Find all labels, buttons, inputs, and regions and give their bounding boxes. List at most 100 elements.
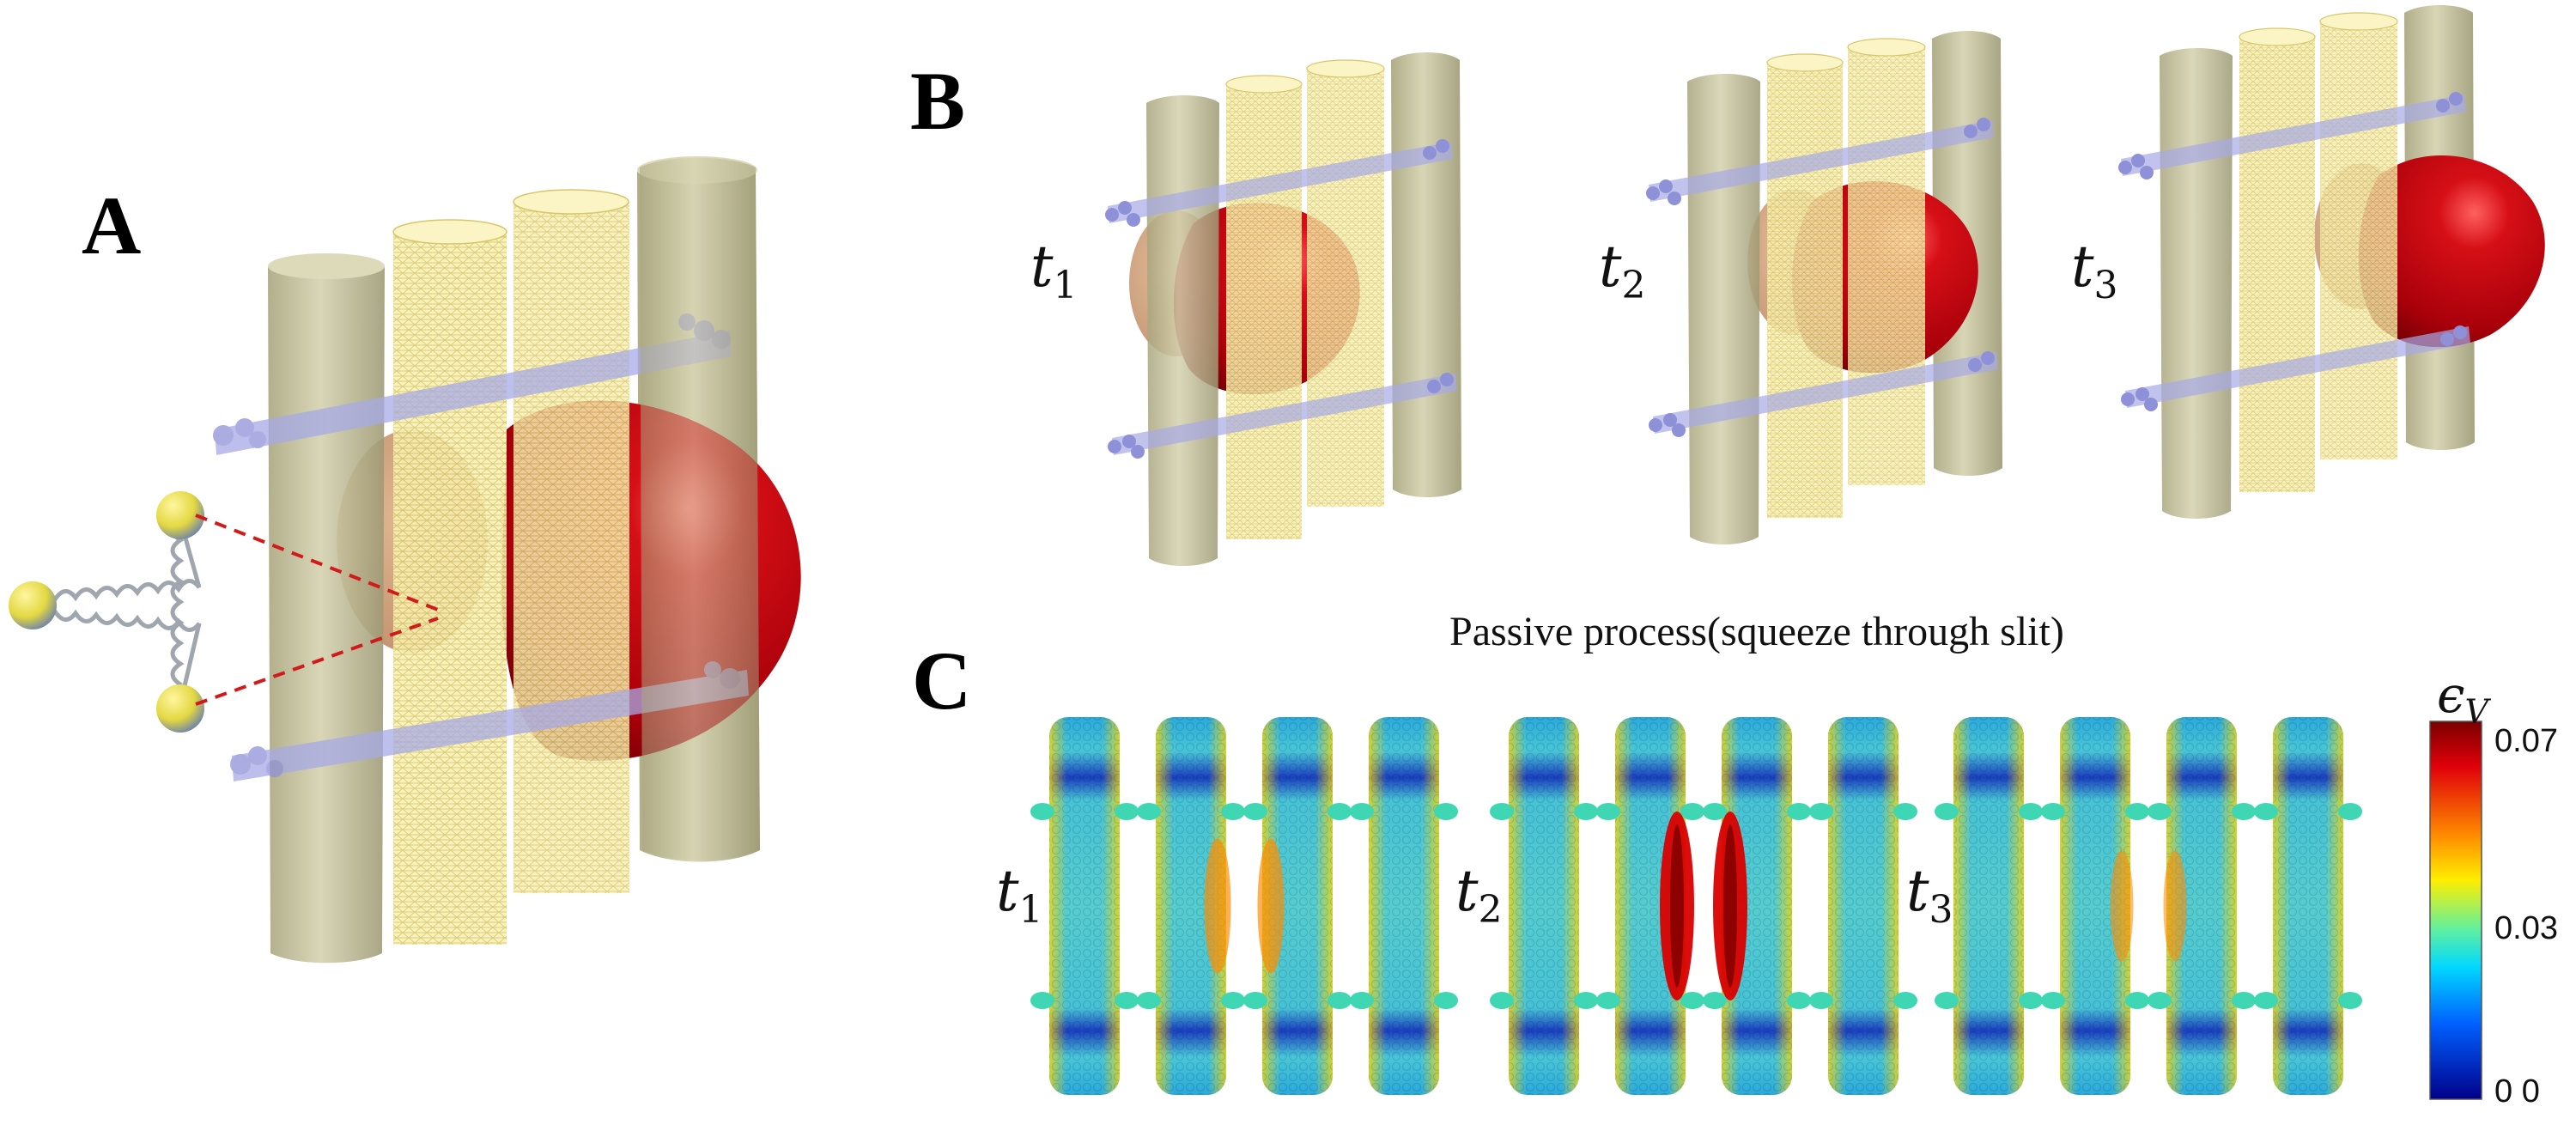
- strain-node: [1030, 992, 1054, 1009]
- mesh-pillar-2: [1848, 47, 1925, 485]
- strut-node: [1977, 118, 1990, 131]
- strut-bottom: [1653, 352, 1998, 434]
- strain-node: [2254, 803, 2278, 820]
- strain-node: [1596, 992, 1620, 1009]
- strain-node: [2232, 992, 2256, 1009]
- spring-nodes: [9, 491, 204, 733]
- strut-node: [2453, 325, 2467, 339]
- strut-node: [1127, 213, 1140, 227]
- strut-node: [2121, 392, 2135, 406]
- strut-node: [1423, 146, 1437, 160]
- strain-pillar-texture: [1953, 717, 2024, 1095]
- strut-node: [2131, 154, 2145, 167]
- strut-node: [1118, 201, 1132, 215]
- strut-top: [2121, 94, 2466, 176]
- strut-bottom: [1112, 374, 1457, 455]
- time-label-b3: t3: [2071, 234, 2118, 308]
- strain-node: [1243, 803, 1267, 820]
- strut-node: [1122, 435, 1136, 448]
- strain-node: [1787, 992, 1811, 1009]
- strain-node: [1574, 803, 1598, 820]
- strut-node: [2140, 166, 2154, 179]
- mesh-pillar-2: [513, 189, 629, 893]
- mesh-pillar-2: [2320, 21, 2397, 459]
- strain-node: [1434, 992, 1458, 1009]
- strain-node: [2232, 803, 2256, 820]
- strain-node: [1809, 803, 1833, 820]
- time-label-c1: t1: [996, 858, 1043, 933]
- strain-node: [1935, 803, 1959, 820]
- pillar-olive-left: [1687, 74, 1760, 544]
- colorbar-tick-mid: 0.03: [2494, 910, 2558, 946]
- strain-pillar-texture: [2166, 717, 2237, 1095]
- strut-node: [1646, 186, 1660, 200]
- strain-node: [1935, 992, 1959, 1009]
- strain-node: [1680, 992, 1704, 1009]
- strain-pillar-texture: [2273, 717, 2343, 1095]
- strain-node: [2338, 803, 2362, 820]
- strain-hotspot: [1257, 838, 1285, 974]
- strain-pillar-texture: [1156, 717, 1226, 1095]
- panel-c: [1030, 717, 2482, 1100]
- colorbar: [2429, 721, 2482, 1100]
- colorbar-title: ϵV: [2437, 666, 2488, 731]
- blue-struts: [213, 313, 749, 781]
- strain-node: [2019, 803, 2043, 820]
- strut-node: [2144, 398, 2158, 411]
- strain-node: [1115, 992, 1139, 1009]
- strain-node: [1787, 803, 1811, 820]
- strain-node: [1030, 803, 1054, 820]
- strain-node: [2254, 992, 2278, 1009]
- panel-b: [1105, 5, 2545, 566]
- strain-pillar-texture: [1722, 717, 1792, 1095]
- mesh-pillar-1-cap: [2239, 27, 2316, 46]
- time-label-b1: t1: [1030, 234, 1078, 308]
- strain-pillar-texture: [1509, 717, 1579, 1095]
- strut-node: [1108, 440, 1121, 453]
- strut-bottom: [2125, 326, 2470, 408]
- strain-node: [2019, 992, 2043, 1009]
- strain-pillar-texture: [1828, 717, 1899, 1095]
- pillar-olive-left: [1146, 95, 1219, 566]
- mesh-pillar-2: [1307, 69, 1384, 507]
- strain-node: [1243, 992, 1267, 1009]
- strain-node: [1490, 992, 1514, 1009]
- strain-node: [1350, 803, 1374, 820]
- strut-node: [1663, 413, 1677, 427]
- pillar-olive-left: [2160, 48, 2233, 519]
- strain-node: [1221, 803, 1245, 820]
- time-label-c2: t2: [1455, 858, 1503, 933]
- strain-node: [1574, 992, 1598, 1009]
- strain-hotspot: [1204, 838, 1231, 974]
- strain-node: [1137, 803, 1161, 820]
- colorbar-tick-min: 0 0: [2494, 1073, 2540, 1110]
- strain-node: [2148, 992, 2172, 1009]
- panel-c-caption: Passive process(squeeze through slit): [1449, 609, 2064, 654]
- mesh-pillar-1-cap: [1225, 75, 1303, 94]
- panel-b-snapshot-3: [2118, 5, 2545, 519]
- mesh-pillar-1: [1767, 63, 1843, 518]
- strain-node: [1809, 992, 1833, 1009]
- panel-a: [9, 156, 801, 964]
- spring-triangle: [32, 517, 202, 705]
- strain-node: [1327, 803, 1352, 820]
- strut-top: [1108, 142, 1453, 223]
- panel-c-group-1: [1030, 717, 1458, 1095]
- panel-c-group-3: [1935, 717, 2362, 1095]
- panel-b-snapshot-2: [1646, 31, 2002, 544]
- panel-label-c: C: [912, 635, 972, 727]
- strain-node: [1703, 992, 1727, 1009]
- strain-hotspot-core: [1670, 824, 1684, 988]
- strain-hotspot: [2110, 850, 2134, 962]
- strut-node: [1105, 208, 1119, 222]
- strain-node: [2041, 992, 2065, 1009]
- mesh-pillar-2-cap: [1847, 38, 1926, 57]
- strut-node: [1427, 380, 1441, 393]
- strut-top: [1649, 120, 1994, 202]
- strut-node: [1968, 358, 1982, 372]
- strain-node: [2125, 992, 2149, 1009]
- strut-node: [1131, 445, 1145, 459]
- time-label-b2: t2: [1599, 234, 1646, 308]
- mesh-pillar-2-cap: [2319, 12, 2398, 31]
